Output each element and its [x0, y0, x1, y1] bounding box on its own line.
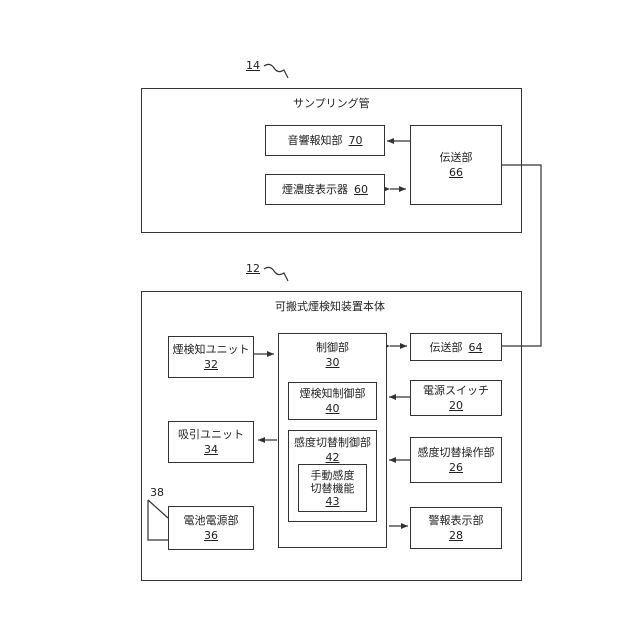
suction-unit-label: 吸引ユニット — [178, 427, 244, 442]
manual-sensitivity-block: 手動感度 切替機能 43 — [298, 464, 367, 512]
sampling-tube-ref: 14 — [246, 59, 260, 72]
power-switch-num: 20 — [449, 398, 463, 413]
control-num: 30 — [326, 355, 340, 370]
smoke-unit-num: 32 — [204, 357, 218, 372]
control-label: 制御部 — [316, 340, 349, 355]
transmit-66-block: 伝送部 66 — [410, 125, 502, 205]
transmit-66-num: 66 — [449, 165, 463, 180]
alarm-display-block: 警報表示部 28 — [410, 507, 502, 549]
sens-op-num: 26 — [449, 460, 463, 475]
suction-unit-block: 吸引ユニット 34 — [168, 421, 254, 463]
smoke-detect-unit-block: 煙検知ユニット 32 — [168, 336, 254, 378]
battery-label: 電池電源部 — [184, 513, 239, 528]
sampling-tube-title: サンプリング管 — [293, 95, 370, 111]
ref-14-leader — [264, 64, 288, 78]
acoustic-num: 70 — [349, 133, 363, 148]
transmit-64-num: 64 — [469, 340, 483, 355]
smoke-detect-control-block: 煙検知制御部 40 — [288, 382, 377, 420]
acoustic-notifier-block: 音響報知部 70 — [265, 125, 385, 156]
alarm-display-num: 28 — [449, 528, 463, 543]
power-switch-label: 電源スイッチ — [423, 383, 489, 398]
acoustic-label: 音響報知部 — [288, 133, 343, 148]
transmit-64-block: 伝送部 64 — [410, 333, 502, 361]
alarm-display-label: 警報表示部 — [429, 513, 484, 528]
ref-12-leader — [264, 267, 288, 281]
smoke-control-num: 40 — [326, 401, 340, 416]
smoke-display-num: 60 — [354, 182, 368, 197]
main-body-title: 可搬式煙検知装置本体 — [275, 298, 385, 314]
smoke-density-display-block: 煙濃度表示器 60 — [265, 174, 385, 205]
battery-ref: 38 — [150, 486, 164, 499]
battery-power-block: 電池電源部 36 — [168, 506, 254, 550]
transmit-66-label: 伝送部 — [440, 150, 473, 165]
transmit-64-label: 伝送部 — [430, 340, 463, 355]
suction-unit-num: 34 — [204, 442, 218, 457]
manual-sens-num: 43 — [326, 495, 340, 508]
manual-sens-line1: 手動感度 — [311, 469, 355, 482]
power-switch-block: 電源スイッチ 20 — [410, 380, 502, 416]
sens-op-label: 感度切替操作部 — [418, 445, 495, 460]
sens-control-num: 42 — [326, 450, 340, 465]
smoke-display-label: 煙濃度表示器 — [282, 182, 348, 197]
sensitivity-op-block: 感度切替操作部 26 — [410, 437, 502, 483]
manual-sens-line2: 切替機能 — [311, 482, 355, 495]
smoke-control-label: 煙検知制御部 — [300, 386, 366, 401]
battery-num: 36 — [204, 528, 218, 543]
sens-control-label: 感度切替制御部 — [294, 435, 371, 450]
main-body-ref: 12 — [246, 262, 260, 275]
smoke-unit-label: 煙検知ユニット — [173, 342, 250, 357]
